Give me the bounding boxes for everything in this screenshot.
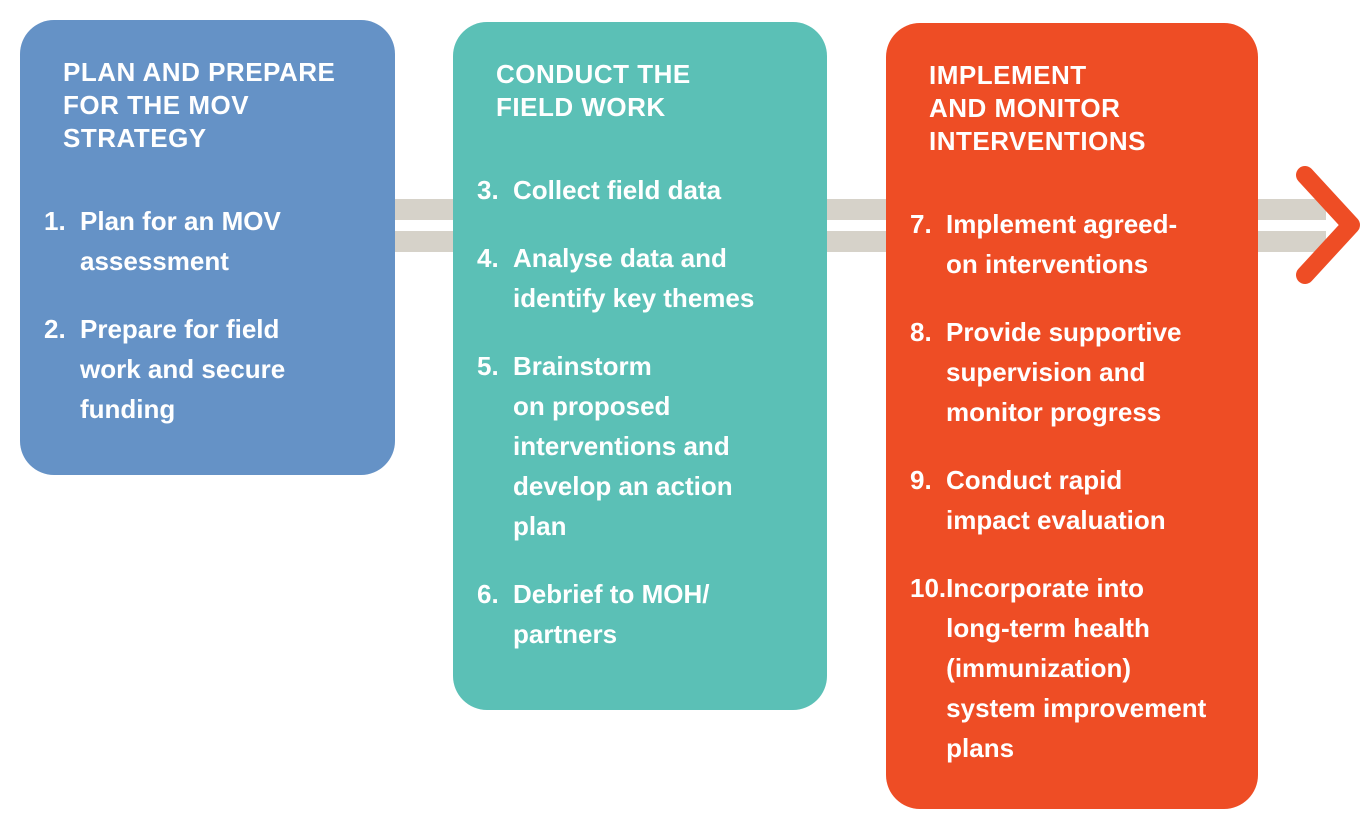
step-number: 7.: [910, 209, 932, 239]
step-item-9: 9. Conduct rapid impact evaluation: [910, 460, 1234, 540]
step-number: 1.: [44, 206, 66, 236]
phase-steps: 1. Plan for an MOV assessment 2. Prepare…: [44, 201, 371, 429]
phase-steps: 7. Implement agreed- on interventions 8.…: [910, 204, 1234, 768]
step-text: Conduct rapid impact evaluation: [946, 465, 1166, 535]
step-item-2: 2. Prepare for field work and secure fun…: [44, 309, 371, 429]
step-number: 2.: [44, 314, 66, 344]
step-number: 10.: [910, 573, 947, 603]
step-number: 6.: [477, 579, 499, 609]
step-item-6: 6. Debrief to MOH/ partners: [477, 574, 803, 654]
step-text: Brainstorm on proposed interventions and…: [513, 351, 733, 541]
step-item-4: 4. Analyse data and identify key themes: [477, 238, 803, 318]
phase-box-plan-and-prepare: PLAN AND PREPARE FOR THE MOV STRATEGY 1.…: [20, 20, 395, 475]
phase-title-conduct-field-work: CONDUCT THE FIELD WORK: [496, 59, 691, 122]
step-item-1: 1. Plan for an MOV assessment: [44, 201, 371, 281]
phase-box-conduct-field-work: CONDUCT THE FIELD WORK 3. Collect field …: [453, 22, 827, 710]
step-number: 9.: [910, 465, 932, 495]
step-number: 5.: [477, 351, 499, 381]
step-number: 4.: [477, 243, 499, 273]
phase-box-implement-and-monitor: IMPLEMENT AND MONITOR INTERVENTIONS 7. I…: [886, 23, 1258, 809]
step-text: Provide supportive supervision and monit…: [946, 317, 1182, 427]
step-item-5: 5. Brainstorm on proposed interventions …: [477, 346, 803, 546]
step-text: Debrief to MOH/ partners: [513, 579, 710, 649]
step-text: Prepare for field work and secure fundin…: [80, 314, 286, 424]
step-number: 8.: [910, 317, 932, 347]
step-item-7: 7. Implement agreed- on interventions: [910, 204, 1234, 284]
phase-title-implement-and-monitor: IMPLEMENT AND MONITOR INTERVENTIONS: [929, 60, 1146, 156]
forward-chevron-stroke: [1296, 166, 1360, 284]
step-item-10: 10. Incorporate into long-term health (i…: [910, 568, 1234, 768]
step-item-8: 8. Provide supportive supervision and mo…: [910, 312, 1234, 432]
step-number: 3.: [477, 175, 499, 205]
step-text: Analyse data and identify key themes: [513, 243, 755, 313]
phase-steps: 3. Collect field data 4. Analyse data an…: [477, 170, 803, 654]
step-text: Plan for an MOV assessment: [80, 206, 281, 276]
phase-title-plan-and-prepare: PLAN AND PREPARE FOR THE MOV STRATEGY: [63, 57, 336, 153]
step-text: Incorporate into long-term health (immun…: [946, 573, 1207, 763]
step-item-3: 3. Collect field data: [477, 170, 803, 210]
step-text: Collect field data: [513, 175, 722, 205]
step-text: Implement agreed- on interventions: [946, 209, 1178, 279]
forward-arrow-icon: [1296, 166, 1360, 284]
